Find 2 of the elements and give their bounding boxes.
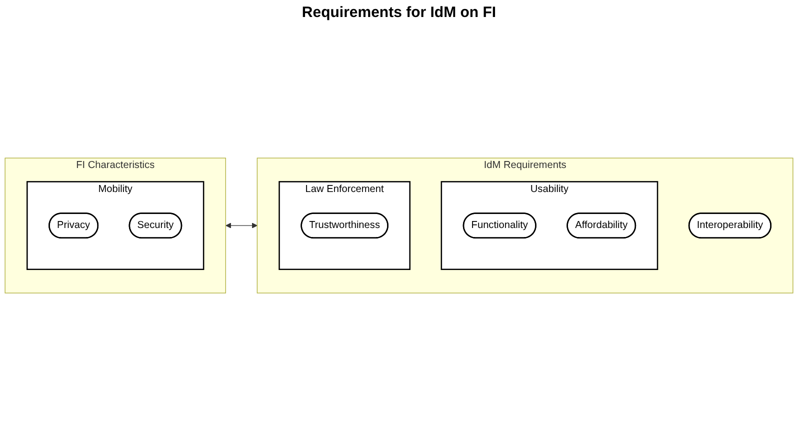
diagram-title: Requirements for IdM on FI [300, 3, 498, 23]
arrow [226, 222, 258, 228]
